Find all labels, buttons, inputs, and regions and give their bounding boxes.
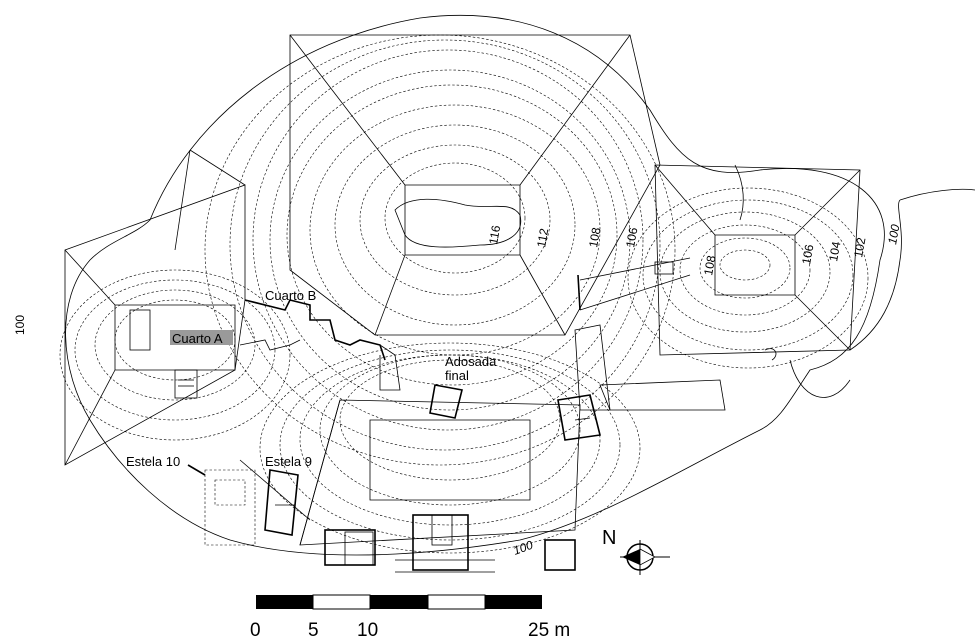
elevation-106-east: 106 <box>799 243 816 265</box>
elevation-104: 104 <box>826 240 843 262</box>
structure-west-platform <box>64 149 246 466</box>
contours-east-mound <box>627 187 975 398</box>
structure-south-platform <box>239 399 581 546</box>
north-label: N <box>602 527 616 549</box>
elevation-106-west: 106 <box>623 226 640 248</box>
scale-tick-0: 0 <box>250 620 261 641</box>
label-cuarto-a: Cuarto A <box>172 331 223 346</box>
label-estela-9: Estela 9 <box>265 454 312 469</box>
contours-west-mound <box>59 269 291 441</box>
elevation-116: 116 <box>486 224 503 246</box>
scale-bar: 0 5 10 25 m <box>250 594 570 641</box>
structure-east-platform <box>574 164 861 411</box>
north-arrow: N <box>602 527 670 575</box>
label-estela-10: Estela 10 <box>126 454 180 469</box>
east-ramp-feature <box>577 164 777 361</box>
elevation-112: 112 <box>534 227 551 249</box>
south-rooms <box>324 514 576 573</box>
estela-10-feature <box>187 464 256 546</box>
estela-9-feature <box>264 469 299 536</box>
contours-south-mound <box>259 342 641 554</box>
elevation-100-east: 100 <box>885 223 902 245</box>
elevation-102: 102 <box>851 236 868 258</box>
contours-main-mound <box>65 14 885 556</box>
label-adosada-line2: final <box>445 368 469 383</box>
scale-tick-5: 5 <box>308 620 319 641</box>
structure-main-pyramid <box>289 34 661 336</box>
rooms-cuarto-a <box>129 309 233 399</box>
adosada-final-feature <box>429 384 601 441</box>
label-cuarto-b: Cuarto B <box>265 288 316 303</box>
label-adosada-line1: Adosada <box>445 354 497 369</box>
elevation-108-west: 108 <box>586 226 603 248</box>
scale-tick-25m: 25 m <box>528 620 570 641</box>
elevation-108-east: 108 <box>701 254 718 276</box>
elevation-100-west: 100 <box>13 315 27 335</box>
scale-tick-10: 10 <box>357 620 378 641</box>
elevation-100-south: 100 <box>511 538 535 558</box>
rooms-cuarto-b <box>239 299 401 391</box>
